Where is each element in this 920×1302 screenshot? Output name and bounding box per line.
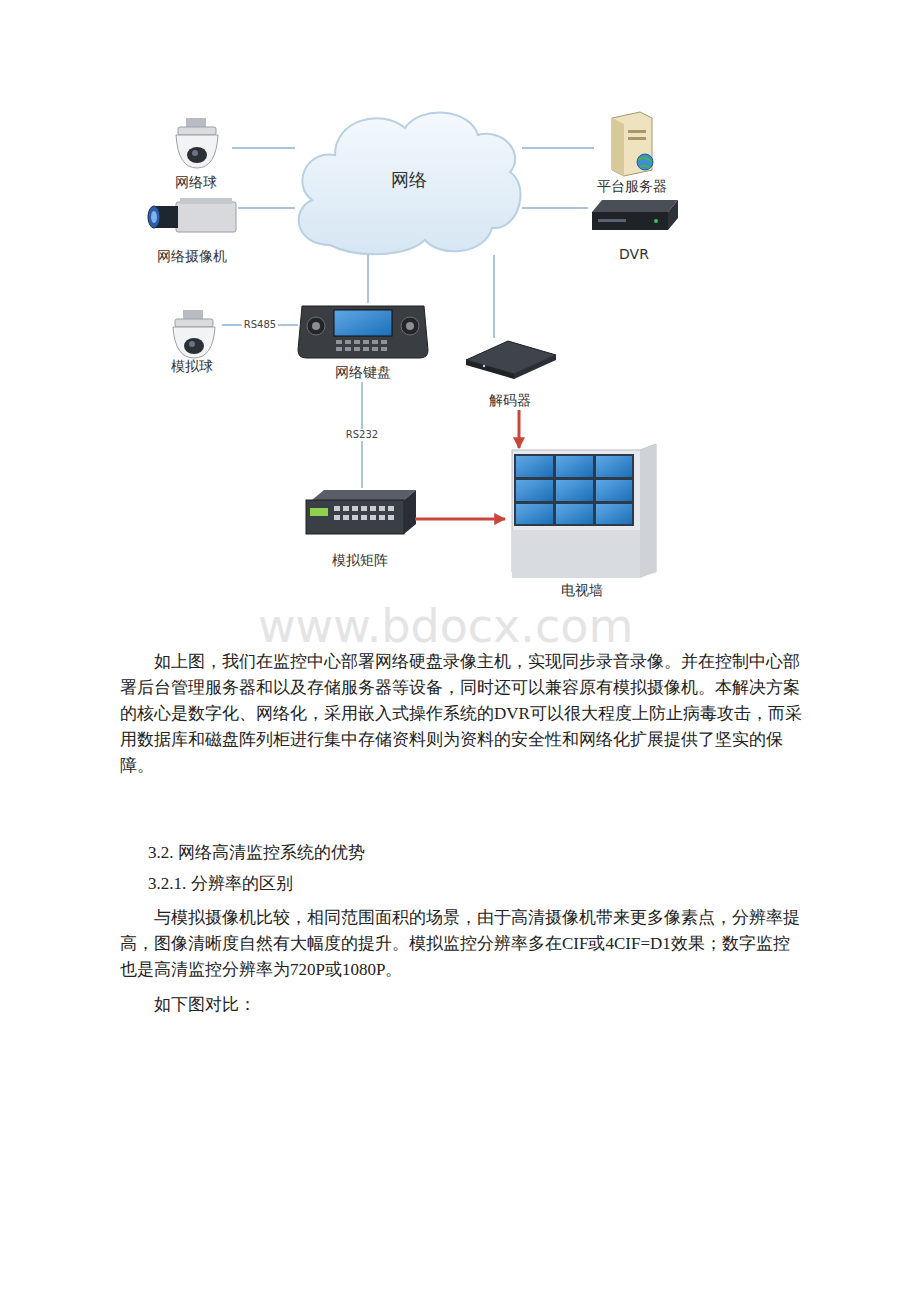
node-label: 模拟矩阵 — [332, 552, 388, 570]
node-label: 网络 — [391, 172, 427, 188]
node-label: 网络摄像机 — [157, 248, 227, 266]
network-link — [493, 255, 495, 338]
box-camera-icon — [148, 198, 236, 232]
node-label: 网络键盘 — [335, 364, 391, 382]
tv-wall-node: 电视墙 — [505, 448, 658, 600]
section-heading: 3.2. 网络高清监控系统的优势 — [148, 840, 748, 866]
watermark: www.bdocx.com — [258, 600, 678, 652]
node-label: 模拟球 — [171, 358, 213, 376]
keyboard-icon — [298, 306, 428, 358]
subsection-heading: 3.2.1. 分辨率的区别 — [148, 871, 748, 897]
interface-label: RS485 — [242, 319, 278, 331]
node-label: 电视墙 — [561, 582, 603, 600]
network-link — [238, 207, 295, 209]
server-icon — [612, 112, 653, 176]
network-cloud — [299, 113, 521, 255]
body-paragraph: 与模拟摄像机比较，相同范围面积的场景，由于高清摄像机带来更多像素点，分辨率提高，… — [120, 905, 804, 983]
decoder-node: 解码器 — [462, 338, 558, 410]
node-label: 网络球 — [175, 174, 217, 192]
network-link — [232, 147, 295, 149]
matrix-node: 模拟矩阵 — [305, 488, 415, 570]
decoder-icon — [466, 341, 556, 379]
keyboard-node: 网络键盘 — [298, 303, 428, 382]
dvr-icon — [592, 200, 678, 230]
node-label: 平台服务器 — [597, 178, 667, 196]
camera-node: 网络摄像机 — [145, 196, 238, 266]
camera-node: 模拟球 — [162, 306, 222, 376]
network-link — [222, 324, 298, 326]
tv-wall-icon — [512, 444, 656, 578]
body-paragraph: 如上图，我们在监控中心部署网络硬盘录像主机，实现同步录音录像。并在控制中心部署后… — [120, 649, 804, 779]
interface-label: RS232 — [344, 429, 380, 441]
node-label: DVR — [619, 246, 649, 264]
network-link — [522, 147, 594, 149]
signal-arrow — [415, 518, 505, 521]
camera-node: 网络球 — [160, 112, 232, 192]
signal-arrow — [518, 410, 521, 448]
node-label: 解码器 — [489, 392, 531, 410]
matrix-icon — [306, 490, 416, 534]
dome-camera-icon — [176, 118, 218, 168]
network-link — [361, 382, 363, 488]
network-link — [367, 255, 369, 303]
network-link — [522, 207, 588, 209]
dome-camera-icon — [173, 310, 215, 358]
body-paragraph: 如下图对比： — [120, 992, 804, 1018]
dvr-node: DVR — [588, 195, 680, 264]
server-node: 平台服务器 — [594, 108, 670, 196]
network-cloud-node: 网络 — [295, 105, 522, 255]
